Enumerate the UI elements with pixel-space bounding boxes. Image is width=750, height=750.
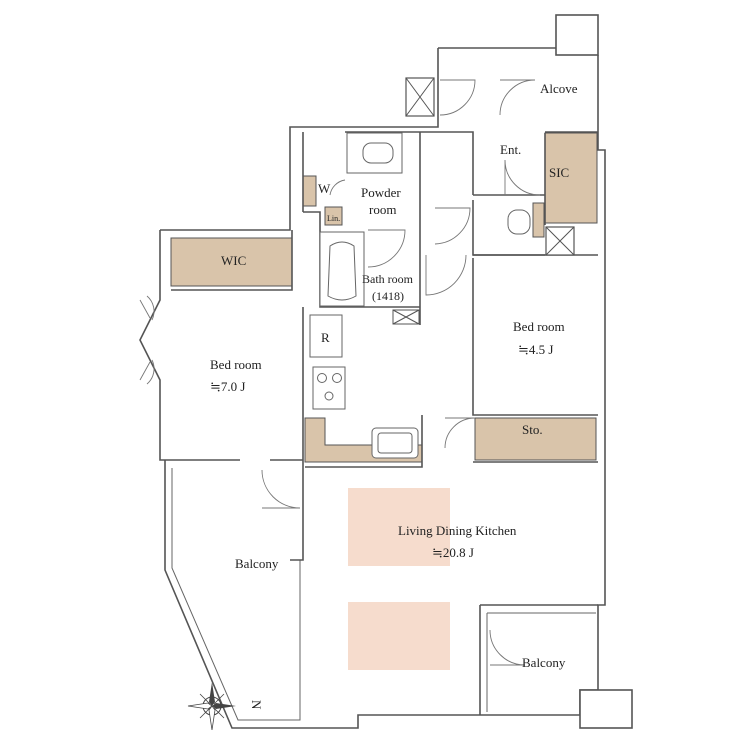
w-fill [302, 175, 317, 207]
lin-fill [324, 206, 343, 226]
fixtures [309, 77, 575, 459]
label-lin: Lin. [327, 214, 340, 223]
toilet [507, 209, 531, 235]
toilet-shelf-fill [532, 202, 545, 238]
sto-fill [474, 417, 597, 461]
top-right-pillar [555, 14, 599, 56]
stove-burner-2 [332, 373, 342, 383]
stove-burner-1 [317, 373, 327, 383]
powder-sink-basin [362, 142, 394, 164]
kitchen-sink-basin [377, 432, 413, 454]
room-labels: Alcove Ent. SIC W Lin. Powder room WIC B… [210, 81, 578, 670]
bottom-right-pillar [579, 689, 633, 729]
label-entrance: Ent. [500, 142, 521, 157]
dining-table-areas [348, 488, 450, 670]
label-bed-left-1: Bed room [210, 357, 262, 372]
dining-area-lower [348, 602, 450, 670]
label-w: W [318, 181, 331, 196]
label-powder-2: room [369, 202, 396, 217]
bathtub-basin [327, 241, 357, 301]
label-powder-1: Powder [361, 185, 401, 200]
label-bath-2: (1418) [372, 289, 404, 303]
dining-area-upper [348, 488, 450, 566]
label-balcony-left: Balcony [235, 556, 279, 571]
compass-north-label: N [249, 700, 264, 710]
wic-fill [170, 237, 293, 287]
label-alcove: Alcove [540, 81, 578, 96]
label-bath-1: Bath room [362, 272, 414, 286]
stove-burner-3 [324, 391, 334, 401]
outer-walls [139, 14, 633, 729]
label-bed-right-2: ≒4.5 J [518, 342, 553, 357]
label-balcony-right: Balcony [522, 655, 566, 670]
label-sic: SIC [549, 165, 569, 180]
label-fridge: R [321, 330, 330, 345]
interior-walls [165, 131, 598, 715]
doors [139, 79, 541, 666]
kitchen-sink [371, 427, 419, 459]
shaft-boxes [392, 77, 575, 325]
fridge-box [309, 314, 343, 358]
compass-rose-icon [187, 682, 236, 731]
label-bed-right-1: Bed room [513, 319, 565, 334]
label-storage: Sto. [522, 422, 543, 437]
stove [312, 366, 346, 410]
label-ldk-1: Living Dining Kitchen [398, 523, 517, 538]
sic-fill [544, 132, 598, 224]
label-bed-left-2: ≒7.0 J [210, 379, 245, 394]
label-wic: WIC [221, 253, 246, 268]
label-ldk-2: ≒20.8 J [432, 545, 474, 560]
